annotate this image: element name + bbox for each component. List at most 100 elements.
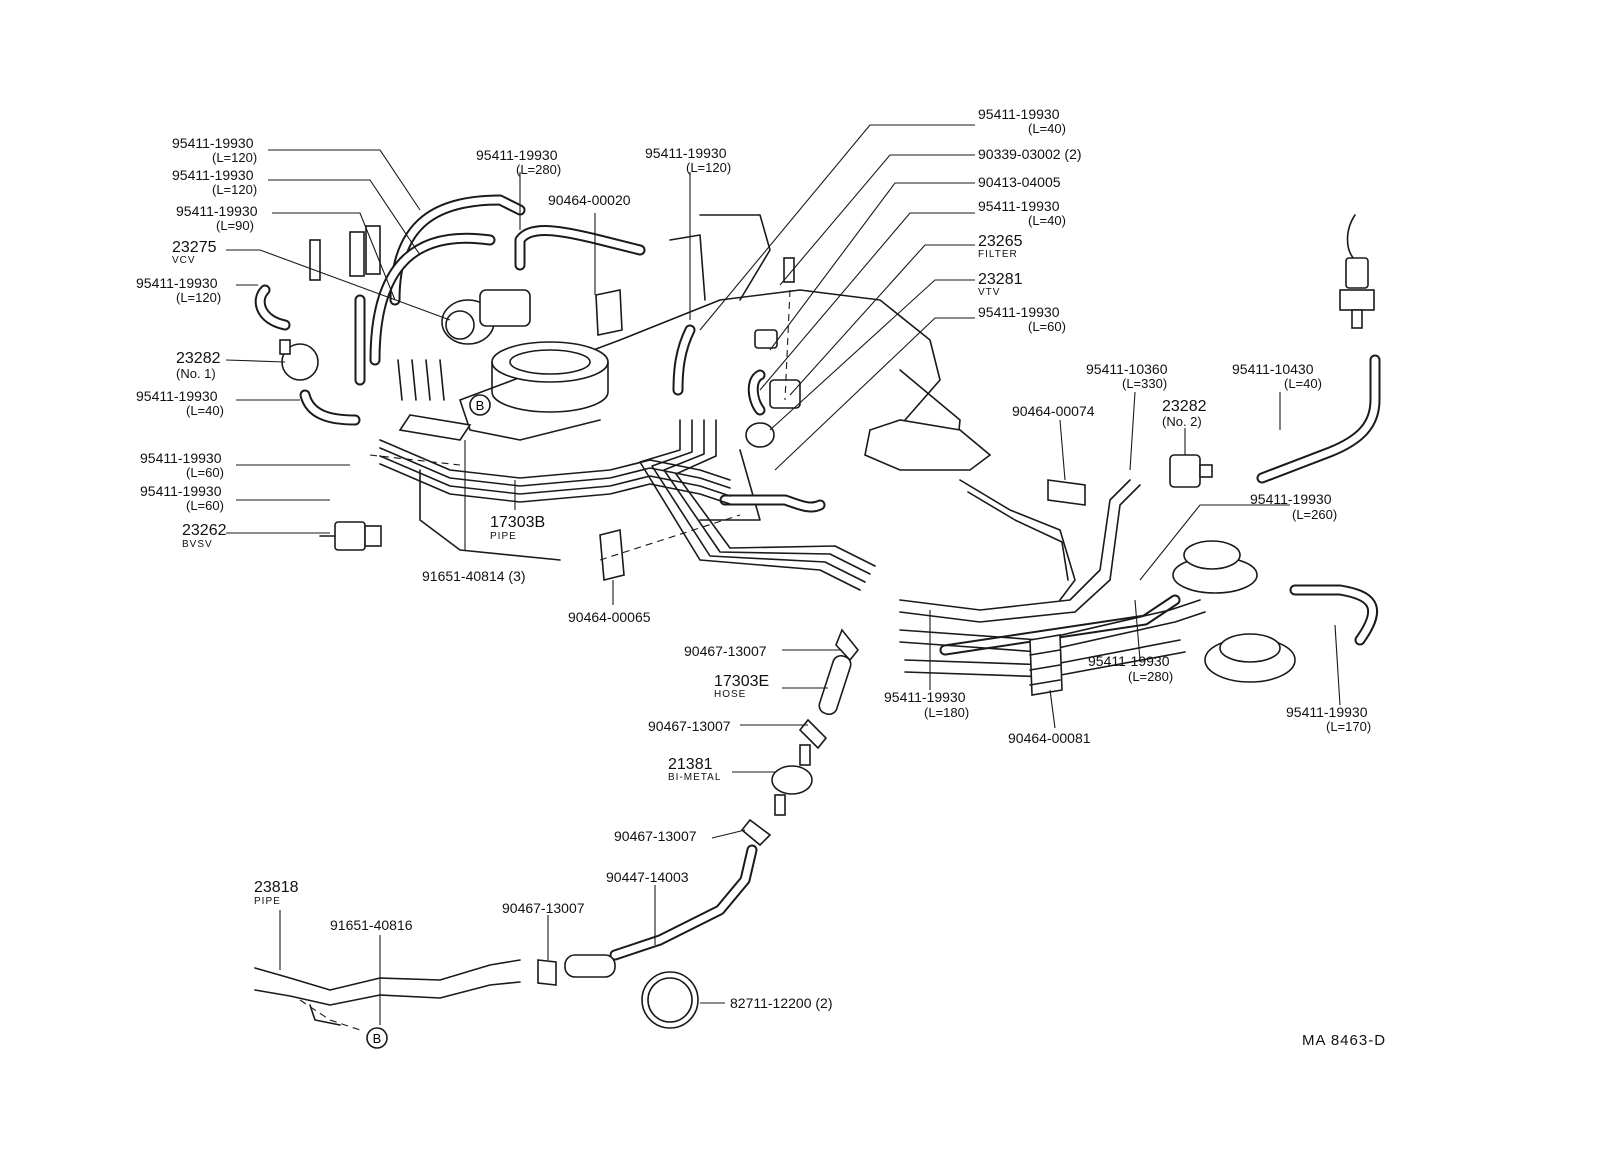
label-17303b: 17303B [490, 514, 546, 531]
label-95411-19930-g: 95411-19930 [140, 483, 222, 499]
label-bi-metal: BI-METAL [668, 772, 722, 783]
label-95411-19930-k: 95411-19930 [978, 198, 1060, 214]
label-length-i: (L=120) [686, 160, 732, 175]
label-length-280-b: (L=280) [1128, 669, 1174, 684]
clamp-b-icon [798, 718, 828, 750]
intake-posts-icon [309, 225, 381, 281]
label-95411-19930-f: 95411-19930 [140, 450, 222, 466]
thermo-sensor-icon [1339, 214, 1375, 329]
label-91651-40814: 91651-40814 (3) [422, 568, 526, 584]
bracket-clips-icon [397, 359, 472, 441]
label-hose: HOSE [714, 689, 747, 700]
pipe-bundle-17303b [379, 419, 876, 591]
label-95411-19930-o: 95411-19930 [1088, 653, 1170, 669]
label-length-h: (L=280) [516, 162, 562, 177]
label-length-40-b: (L=40) [1284, 376, 1322, 391]
pipe-clamp-90464-00074-icon [1047, 479, 1086, 506]
label-pipe-23818: PIPE [254, 896, 281, 907]
vsv-no1-icon [279, 339, 319, 381]
label-23262: 23262 [182, 522, 227, 539]
label-vcv: VCV [172, 255, 196, 266]
label-90467-13007-d: 90467-13007 [502, 900, 585, 916]
label-90467-13007-a: 90467-13007 [684, 643, 767, 659]
label-95411-19930-j: 95411-19930 [978, 106, 1060, 122]
leader-lines [225, 124, 1341, 1025]
callout-b-lower: B [366, 1027, 388, 1049]
hose-band-icon [641, 971, 699, 1029]
label-95411-19930-n: 95411-19930 [884, 689, 966, 705]
label-90467-13007-c: 90467-13007 [614, 828, 697, 844]
label-95411-19930-m: 95411-19930 [1250, 491, 1332, 507]
label-23281: 23281 [978, 271, 1023, 288]
callout-b-letter-lower: B [373, 1031, 382, 1046]
label-length-f: (L=60) [186, 465, 224, 480]
label-pipe-b: PIPE [490, 531, 517, 542]
label-no1: (No. 1) [176, 366, 216, 381]
diagram-reference: MA 8463-D [1302, 1032, 1387, 1049]
label-95411-10360: 95411-10360 [1086, 361, 1168, 377]
label-23282-no1: 23282 [176, 350, 221, 367]
label-90413-04005: 90413-04005 [978, 174, 1061, 190]
label-vtv: VTV [978, 287, 1001, 298]
label-length-330: (L=330) [1122, 376, 1168, 391]
vsv-no2-icon [1169, 454, 1213, 488]
label-95411-19930-e: 95411-19930 [136, 388, 218, 404]
label-length-j: (L=40) [1028, 121, 1066, 136]
label-90464-00081: 90464-00081 [1008, 730, 1091, 746]
label-90464-00074: 90464-00074 [1012, 403, 1095, 419]
filter-icon [754, 329, 778, 349]
label-95411-19930-p: 95411-19930 [1286, 704, 1368, 720]
air-cleaner-icon [491, 341, 609, 413]
label-length-e: (L=40) [186, 403, 224, 418]
label-length-d: (L=120) [176, 290, 222, 305]
pipe-clamp-90464-00065-icon [599, 528, 625, 582]
engine-cover-icon [864, 419, 992, 471]
label-17303e: 17303E [714, 673, 770, 690]
dashed-guides [299, 289, 791, 1031]
callout-b-upper: B [469, 394, 491, 416]
label-length-170: (L=170) [1326, 719, 1372, 734]
label-95411-19930-a: 95411-19930 [172, 135, 254, 151]
label-95411-19930-i: 95411-19930 [645, 145, 727, 161]
label-length-260: (L=260) [1292, 507, 1338, 522]
label-95411-19930-h: 95411-19930 [476, 147, 558, 163]
label-length-g: (L=60) [186, 498, 224, 513]
label-21381: 21381 [668, 756, 713, 773]
vcv-valve-icon [441, 289, 531, 345]
pipe-clamp-90464-00020-icon [595, 289, 623, 336]
label-95411-19930-c: 95411-19930 [176, 203, 258, 219]
label-bvsv: BVSV [182, 539, 213, 550]
label-length-a: (L=120) [212, 150, 258, 165]
label-91651-40816: 91651-40816 [330, 917, 413, 933]
pipe-23818 [254, 959, 521, 1026]
label-82711-12200: 82711-12200 (2) [730, 995, 833, 1011]
clamp-d-icon [537, 959, 557, 986]
label-95411-19930-d: 95411-19930 [136, 275, 218, 291]
label-90464-00065: 90464-00065 [568, 609, 651, 625]
label-23265: 23265 [978, 233, 1023, 250]
label-90467-13007-b: 90467-13007 [648, 718, 731, 734]
label-90447-14003: 90447-14003 [606, 869, 689, 885]
label-90464-00020: 90464-00020 [548, 192, 631, 208]
label-length-k: (L=40) [1028, 213, 1066, 228]
clamp-c-icon [740, 818, 772, 847]
label-95411-19930-l: 95411-19930 [978, 304, 1060, 320]
vtv-valve-icon [745, 257, 801, 448]
bimetal-line [537, 628, 860, 1029]
diaphragm-actuator-icon [1172, 540, 1296, 683]
label-90339-03002: 90339-03002 (2) [978, 146, 1082, 162]
label-length-180: (L=180) [924, 705, 970, 720]
label-23818: 23818 [254, 879, 299, 896]
label-length-b: (L=120) [212, 182, 258, 197]
bvsv-icon [319, 521, 382, 551]
label-95411-10430: 95411-10430 [1232, 361, 1314, 377]
pipe-clamp-90464-00081-icon [1029, 634, 1063, 696]
label-95411-19930-b: 95411-19930 [172, 167, 254, 183]
label-23275: 23275 [172, 239, 217, 256]
label-length-c: (L=90) [216, 218, 254, 233]
label-23282-no2: 23282 [1162, 398, 1207, 415]
label-filter: FILTER [978, 249, 1018, 260]
callout-b-letter-upper: B [476, 398, 485, 413]
